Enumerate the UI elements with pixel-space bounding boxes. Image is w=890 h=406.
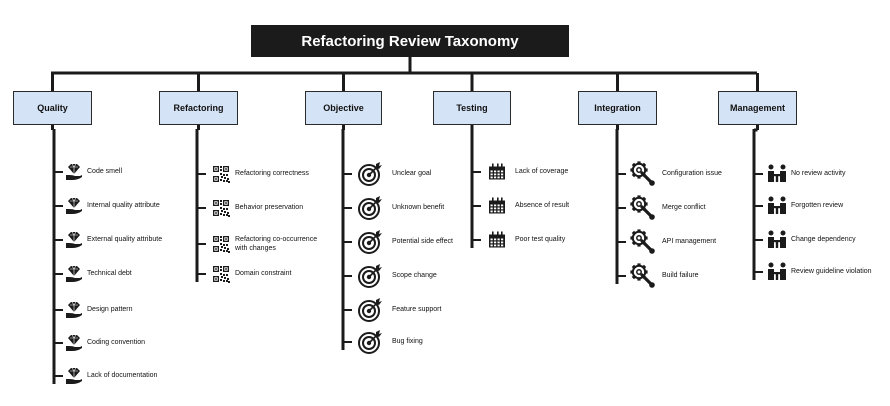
calendar-icon [489, 197, 505, 214]
target-icon [358, 230, 382, 254]
diamond-hand-icon [66, 334, 82, 351]
item-label: Lack of documentation [87, 372, 158, 379]
item-label: Code smell [87, 168, 123, 175]
category-box-management: Management [718, 91, 797, 125]
item-label: Unclear goal [392, 170, 432, 177]
gear-wrench-icon [630, 263, 655, 288]
category-label: Management [729, 103, 785, 113]
people-meeting-icon [768, 262, 786, 280]
item-label: Internal quality attribute [87, 202, 160, 209]
people-meeting-icon [768, 164, 786, 182]
item-label: Domain constraint [235, 270, 292, 277]
qr-code-icon [213, 236, 230, 253]
item-label: Poor test quality [515, 236, 566, 243]
item-label: No review activity [791, 170, 846, 177]
diamond-hand-icon [66, 231, 82, 248]
category-box-testing: Testing [433, 91, 511, 125]
category-box-objective: Objective [305, 91, 382, 125]
qr-code-icon [213, 266, 230, 283]
category-label: Quality [37, 103, 68, 113]
item-label: Bug fixing [392, 338, 423, 345]
target-icon [358, 196, 382, 220]
diamond-hand-icon [66, 367, 82, 384]
item-label: Change dependency [791, 236, 856, 243]
qr-code-icon [213, 166, 230, 183]
item-label: External quality attribute [87, 236, 163, 243]
category-label: Integration [594, 103, 641, 113]
target-icon [358, 264, 382, 288]
item-label: Design pattern [87, 306, 133, 313]
category-box-refactoring: Refactoring [159, 91, 238, 125]
item-label: Refactoring co-occurrence with changes [235, 236, 318, 252]
item-label: Feature support [392, 306, 442, 313]
item-label: Merge conflict [662, 204, 706, 211]
item-label: Refactoring correctness [235, 170, 309, 177]
diamond-hand-icon [66, 301, 82, 318]
calendar-icon [489, 163, 505, 180]
calendar-icon [489, 231, 505, 248]
item-label: Technical debt [87, 270, 132, 277]
item-label: Review guideline violation [791, 268, 872, 275]
target-icon [358, 298, 382, 322]
category-box-quality: Quality [13, 91, 92, 125]
diamond-hand-icon [66, 265, 82, 282]
target-icon [358, 330, 382, 354]
diamond-hand-icon [66, 197, 82, 214]
category-box-integration: Integration [578, 91, 657, 125]
people-meeting-icon [768, 230, 786, 248]
item-label: API management [662, 238, 717, 245]
item-label: Configuration issue [662, 170, 722, 177]
target-icon [358, 162, 382, 186]
item-label: Behavior preservation [235, 204, 304, 211]
diamond-hand-icon [66, 163, 82, 180]
item-label: Coding convention [87, 339, 145, 346]
item-label: Unknown benefit [392, 204, 445, 211]
item-label: Potential side effect [392, 238, 453, 245]
qr-code-icon [213, 200, 230, 217]
category-label: Objective [323, 103, 364, 113]
item-label: Build failure [662, 272, 699, 279]
item-label: Forgotten review [791, 202, 844, 209]
gear-wrench-icon [630, 229, 655, 254]
category-label: Testing [456, 103, 488, 113]
root-title-box: Refactoring Review Taxonomy [251, 25, 569, 57]
category-label: Refactoring [173, 103, 224, 113]
item-label: Absence of result [515, 202, 570, 209]
gear-wrench-icon [630, 195, 655, 220]
people-meeting-icon [768, 196, 786, 214]
item-label: Lack of coverage [515, 168, 569, 175]
item-label: Scope change [392, 272, 437, 279]
root-title: Refactoring Review Taxonomy [301, 32, 519, 50]
gear-wrench-icon [630, 161, 655, 186]
